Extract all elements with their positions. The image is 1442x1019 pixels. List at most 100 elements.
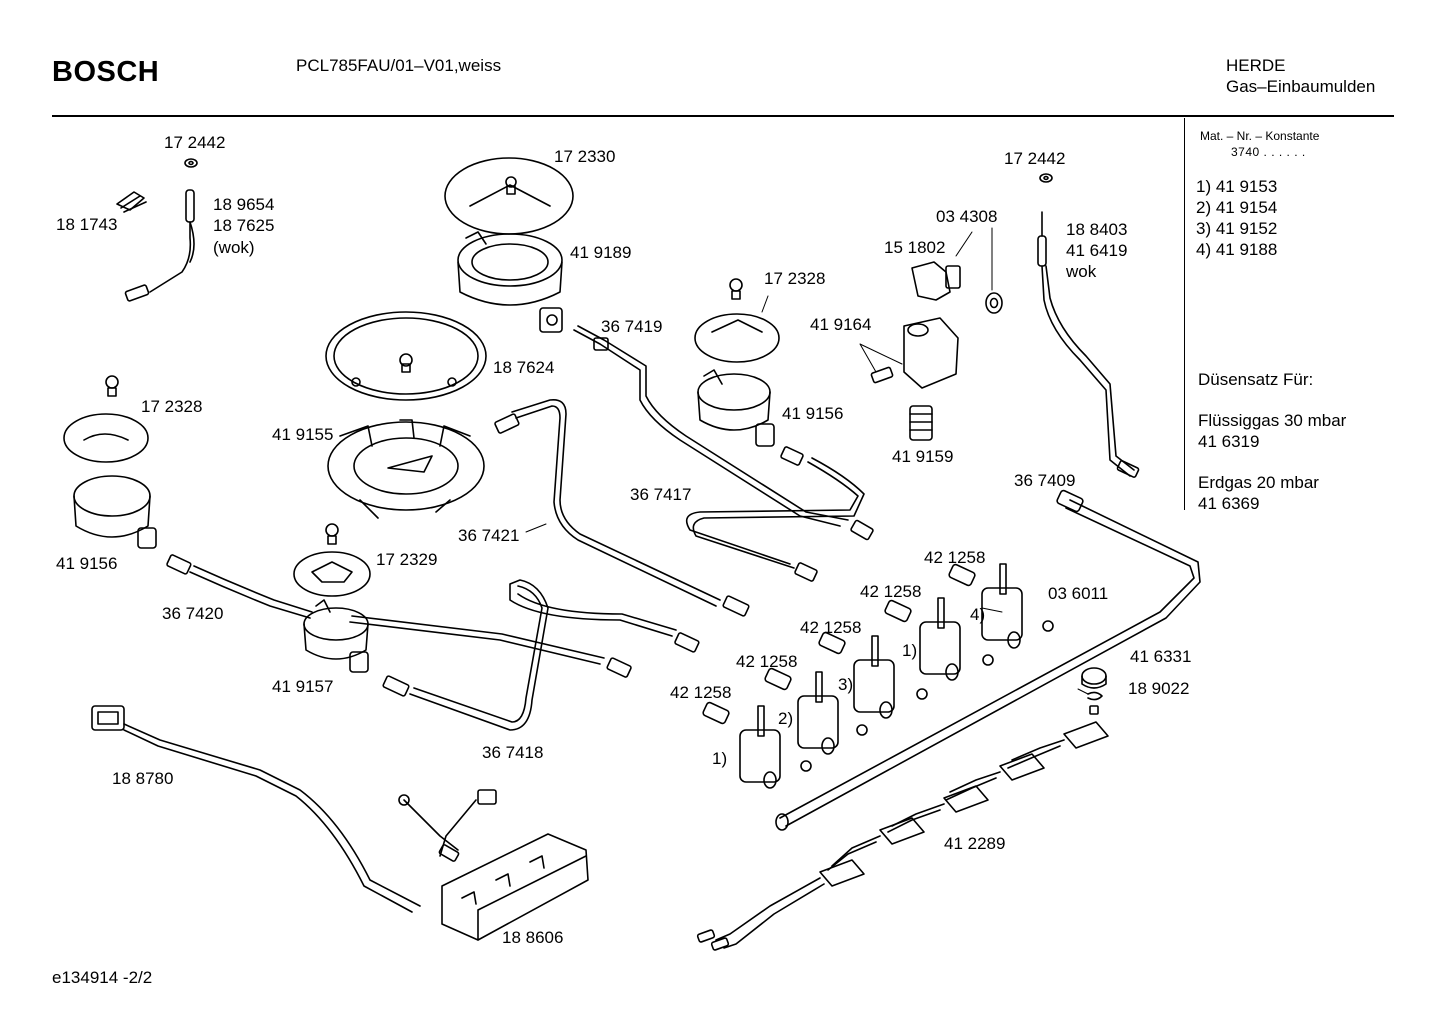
label-wok-left: (wok) — [213, 238, 255, 257]
label-419157: 41 9157 — [272, 677, 333, 696]
clip-part — [116, 191, 147, 213]
label-419156-right: 41 9156 — [782, 404, 843, 423]
subcategory-title: Gas–Einbaumulden — [1226, 77, 1376, 96]
wok-thermocouple-left — [124, 158, 198, 302]
label-421258-b: 42 1258 — [860, 582, 921, 601]
nozzle-set-heading: Düsensatz Für: — [1198, 370, 1314, 389]
valve-4 — [948, 563, 1023, 649]
category-title: HERDE — [1226, 56, 1286, 75]
variant-1: 1) 41 9153 — [1196, 177, 1278, 196]
screw-172328-left — [105, 375, 119, 397]
variant-4: 4) 41 9188 — [1196, 240, 1278, 259]
label-419159: 41 9159 — [892, 447, 953, 466]
pipe-367420 — [166, 554, 632, 678]
burner-419156-right — [697, 369, 775, 447]
wiring-188780 — [91, 705, 497, 913]
label-421258-c: 42 1258 — [800, 618, 861, 637]
label-416419: 41 6419 — [1066, 241, 1127, 260]
label-variant-1-lower: 1) — [712, 749, 727, 768]
label-172330: 17 2330 — [554, 147, 615, 166]
ring-172329 — [293, 551, 371, 597]
part-labels: 17 2442 18 1743 18 9654 18 7625 (wok) 17… — [56, 133, 1191, 947]
label-172329: 17 2329 — [376, 550, 437, 569]
label-variant-3: 3) — [838, 675, 853, 694]
lpg-part: 41 6319 — [1198, 432, 1260, 451]
clip-189022 — [1087, 691, 1103, 715]
label-036011: 03 6011 — [1048, 584, 1108, 603]
label-variant-4: 4) — [970, 605, 985, 624]
label-187625: 18 7625 — [213, 216, 274, 235]
label-367418: 36 7418 — [482, 743, 543, 762]
screw-172329 — [325, 523, 339, 545]
label-188780: 18 8780 — [112, 769, 173, 788]
label-188403: 18 8403 — [1066, 220, 1127, 239]
label-172328-right: 17 2328 — [764, 269, 825, 288]
label-172328-left: 17 2328 — [141, 397, 202, 416]
label-419164: 41 9164 — [810, 315, 871, 334]
ignition-switch-harness-412289 — [696, 721, 1109, 951]
label-416331: 41 6331 — [1130, 647, 1191, 666]
material-number-code: 3740 . . . . . . — [1231, 145, 1306, 159]
label-variant-1-upper: 1) — [902, 641, 917, 660]
label-188606: 18 8606 — [502, 928, 563, 947]
model-number: PCL785FAU/01–V01,weiss — [296, 56, 502, 75]
burner-cap-plate-172330 — [444, 157, 574, 235]
label-367409: 36 7409 — [1014, 471, 1075, 490]
screw-172328-right — [729, 278, 743, 300]
burner-419189 — [457, 231, 563, 333]
washer-034308 — [985, 292, 1003, 314]
sidebar-divider — [1184, 118, 1185, 510]
label-419155: 41 9155 — [272, 425, 333, 444]
ignition-module-188606 — [441, 833, 589, 941]
label-367417: 36 7417 — [630, 485, 691, 504]
variant-2: 2) 41 9154 — [1196, 198, 1278, 217]
wok-thermocouple-right — [1037, 211, 1140, 478]
lpg-label: Flüssiggas 30 mbar — [1198, 411, 1347, 430]
valve-3 — [818, 631, 895, 719]
header-divider — [52, 115, 1394, 117]
brand-logo: BOSCH — [52, 56, 160, 88]
pipe-367418 — [382, 579, 700, 731]
label-181743: 18 1743 — [56, 215, 117, 234]
label-151802: 15 1802 — [884, 238, 945, 257]
label-367419: 36 7419 — [601, 317, 662, 336]
seal-rings — [800, 620, 1054, 772]
washer-416331 — [1081, 667, 1107, 689]
natural-gas-part: 41 6369 — [1198, 494, 1260, 513]
material-number-title: Mat. – Nr. – Konstante — [1200, 129, 1320, 143]
valve-1-lower — [702, 701, 781, 789]
pipe-367421 — [494, 398, 750, 617]
label-034308: 03 4308 — [936, 207, 997, 226]
label-412289: 41 2289 — [944, 834, 1005, 853]
label-421258-e: 42 1258 — [670, 683, 731, 702]
label-187624: 18 7624 — [493, 358, 554, 377]
label-wok-right: wok — [1065, 262, 1097, 281]
label-421258-a: 42 1258 — [924, 548, 985, 567]
manifold-pipe-367409 — [775, 489, 1201, 831]
label-421258-d: 42 1258 — [736, 652, 797, 671]
ring-172328-right — [694, 313, 780, 363]
label-189022: 18 9022 — [1128, 679, 1189, 698]
leader-lines — [525, 227, 1089, 695]
nozzle-419159 — [909, 405, 933, 441]
ring-172328-left — [63, 413, 149, 463]
burner-419155 — [327, 419, 485, 519]
valve-1-upper — [884, 597, 961, 681]
valve-2 — [764, 667, 839, 755]
elbow-151802 — [911, 261, 961, 301]
label-367421: 36 7421 — [458, 526, 519, 545]
label-172442-right: 17 2442 — [1004, 149, 1065, 168]
label-172442-left: 17 2442 — [164, 133, 225, 152]
label-189654: 18 9654 — [213, 195, 274, 214]
variant-3: 3) 41 9152 — [1196, 219, 1278, 238]
burner-419156-left — [73, 475, 157, 549]
exploded-parts-diagram: 17 2442 18 1743 18 9654 18 7625 (wok) 17… — [56, 133, 1201, 951]
label-419156-left: 41 9156 — [56, 554, 117, 573]
burner-spreader-187624 — [325, 311, 487, 401]
burner-419157 — [303, 599, 369, 673]
label-variant-2: 2) — [778, 709, 793, 728]
drawing-id: e134914 -2/2 — [52, 968, 153, 987]
pipe-367417 — [685, 446, 865, 582]
washer-172442-right — [1039, 173, 1053, 183]
label-419189: 41 9189 — [570, 243, 631, 262]
